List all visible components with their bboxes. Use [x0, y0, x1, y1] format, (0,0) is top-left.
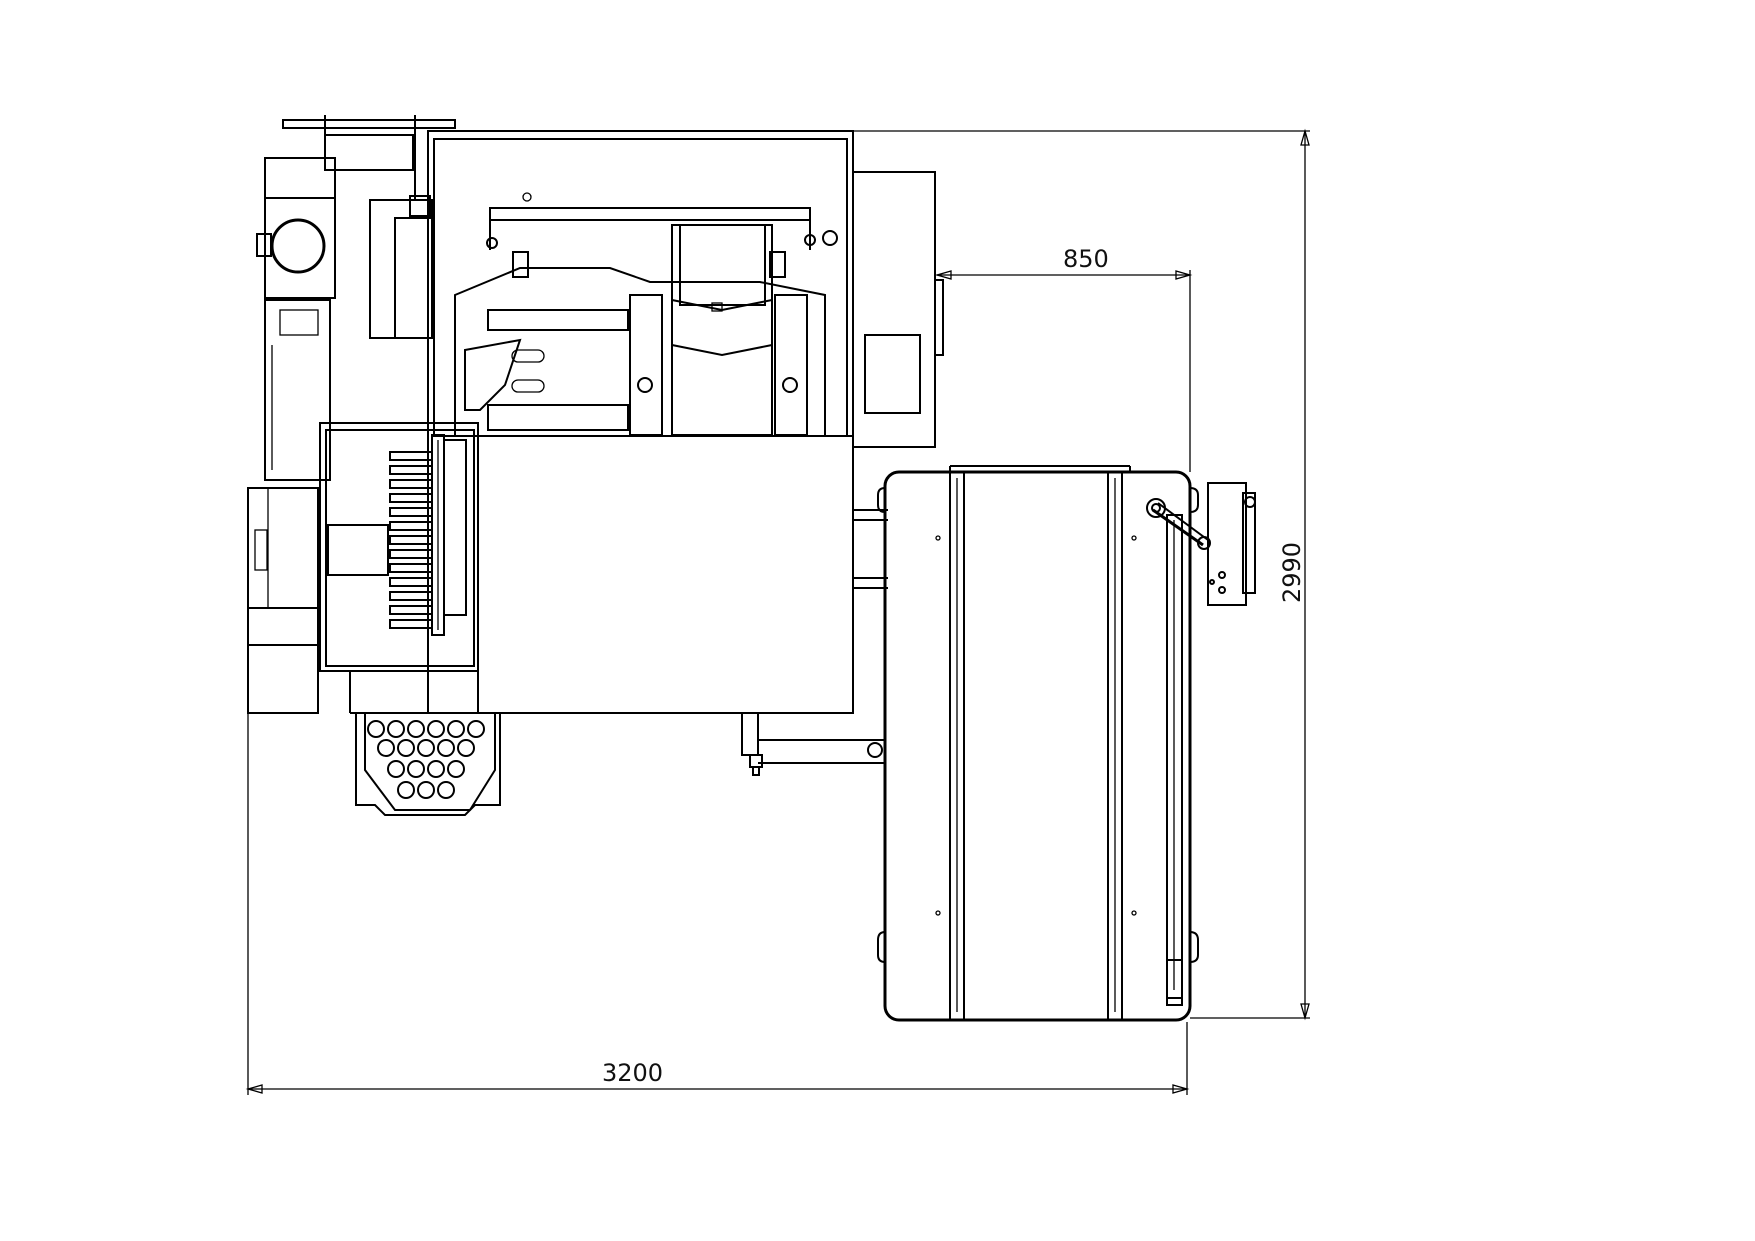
base-hole	[447, 720, 465, 738]
fan-blade	[389, 605, 433, 615]
base-hole	[397, 781, 415, 799]
dimension-overall-width: 3200	[245, 713, 1190, 1095]
base-hole	[437, 781, 455, 799]
fan-guard	[319, 422, 479, 714]
base-hole	[427, 760, 445, 778]
fan-blade	[389, 451, 433, 461]
dimension-label-width: 3200	[602, 1059, 663, 1087]
perforated-base-plate	[355, 712, 501, 816]
base-hole	[437, 739, 455, 757]
base-hole	[447, 760, 465, 778]
motor-assembly	[247, 115, 456, 714]
fan-blade	[389, 535, 433, 545]
base-holes	[367, 720, 485, 799]
main-machine-body	[427, 130, 854, 714]
conveyor-table	[877, 465, 1199, 1022]
fan-blade	[389, 479, 433, 489]
base-hole	[457, 739, 475, 757]
lever-handle[interactable]	[1146, 498, 1211, 550]
fan-blade	[389, 521, 433, 531]
base-hole	[417, 739, 435, 757]
fan-blade	[389, 549, 433, 559]
connecting-rails	[741, 509, 888, 776]
dimension-overall-depth: 2990	[853, 128, 1310, 1021]
fan-blade	[389, 465, 433, 475]
base-hole	[387, 720, 405, 738]
base-hole	[467, 720, 485, 738]
base-hole	[427, 720, 445, 738]
base-hole	[417, 781, 435, 799]
fan-blade	[389, 577, 433, 587]
dimension-label-depth: 2990	[1278, 542, 1306, 603]
base-hole	[377, 739, 395, 757]
base-hole	[407, 720, 425, 738]
fan-blade	[389, 563, 433, 573]
base-hole	[387, 760, 405, 778]
spindle-mechanism	[454, 192, 838, 437]
base-hole	[397, 739, 415, 757]
dimension-label-offset: 850	[1063, 245, 1109, 273]
dimension-conveyor-offset: 850	[934, 245, 1193, 472]
fan-blade	[389, 493, 433, 503]
control-box	[1207, 482, 1256, 606]
fan-blades	[389, 451, 433, 629]
base-hole	[367, 720, 385, 738]
fan-blade	[389, 507, 433, 517]
base-hole	[407, 760, 425, 778]
fan-blade	[389, 619, 433, 629]
fan-blade	[389, 591, 433, 601]
right-housing	[852, 171, 944, 448]
